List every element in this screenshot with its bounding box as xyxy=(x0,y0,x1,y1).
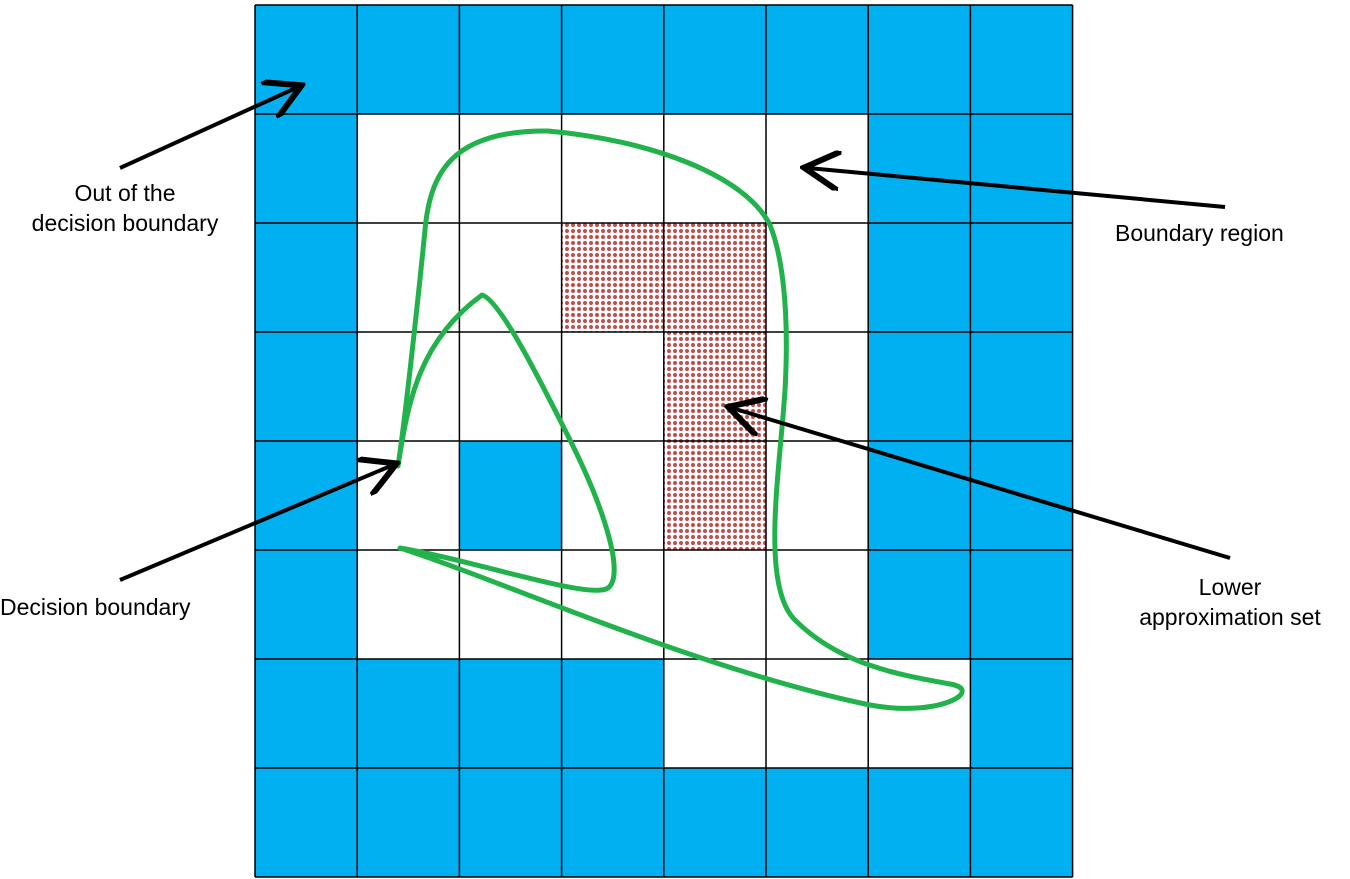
cell-outside xyxy=(357,659,460,768)
cell-boundary-region xyxy=(561,332,664,441)
grid-cells xyxy=(255,5,1073,877)
cell-outside xyxy=(459,768,562,877)
cell-boundary-region xyxy=(663,659,766,768)
cell-outside xyxy=(766,768,869,877)
cell-outside xyxy=(868,550,971,659)
cell-outside xyxy=(868,441,971,550)
cell-outside xyxy=(868,332,971,441)
cell-outside xyxy=(663,768,766,877)
cell-outside xyxy=(357,768,460,877)
cell-boundary-region xyxy=(357,223,460,332)
cell-boundary-region xyxy=(766,441,869,550)
cell-outside xyxy=(357,5,460,114)
cell-outside xyxy=(561,659,664,768)
cell-outside xyxy=(255,550,358,659)
label-line: Lower xyxy=(1198,574,1262,600)
cell-outside xyxy=(561,5,664,114)
cell-outside xyxy=(255,768,358,877)
cell-outside xyxy=(970,332,1073,441)
cell-boundary-region xyxy=(459,223,562,332)
label-boundary-region: Boundary region xyxy=(1115,218,1284,248)
decision-boundary-curve xyxy=(395,128,965,711)
label-line: approximation set xyxy=(1139,604,1321,630)
cell-outside xyxy=(255,114,358,223)
cell-outside xyxy=(868,768,971,877)
label-line: Out of the xyxy=(74,180,176,206)
cell-outside xyxy=(459,441,562,550)
arrow-out-of-boundary xyxy=(119,87,298,170)
cell-boundary-region xyxy=(357,550,460,659)
cell-boundary-region xyxy=(459,550,562,659)
cell-outside xyxy=(868,114,971,223)
cell-outside xyxy=(459,659,562,768)
cell-outside xyxy=(970,659,1073,768)
cell-outside xyxy=(868,223,971,332)
label-decision-boundary: Decision boundary xyxy=(0,592,191,622)
cell-boundary-region xyxy=(868,659,971,768)
cell-outside xyxy=(970,768,1073,877)
cell-boundary-region xyxy=(766,659,869,768)
cell-outside xyxy=(663,5,766,114)
label-line: Decision boundary xyxy=(0,594,191,620)
cell-outside xyxy=(459,5,562,114)
cell-lower-approximation xyxy=(663,223,766,332)
label-line: Boundary region xyxy=(1115,220,1284,246)
cell-lower-approximation xyxy=(561,223,664,332)
grid-lines xyxy=(254,4,1074,878)
cell-outside xyxy=(868,5,971,114)
cell-boundary-region xyxy=(459,332,562,441)
cell-outside xyxy=(970,5,1073,114)
cell-boundary-region xyxy=(357,441,460,550)
cell-outside xyxy=(255,659,358,768)
cell-outside xyxy=(561,768,664,877)
cell-outside xyxy=(255,332,358,441)
cell-outside xyxy=(970,223,1073,332)
cell-boundary-region xyxy=(561,114,664,223)
label-line: decision boundary xyxy=(31,210,219,236)
arrow-boundary-region xyxy=(808,168,1226,209)
cell-outside xyxy=(766,5,869,114)
cell-outside xyxy=(255,441,358,550)
cell-boundary-region xyxy=(766,550,869,659)
cell-boundary-region xyxy=(663,114,766,223)
cell-outside xyxy=(255,223,358,332)
label-out-of-decision-boundary: Out of the decision boundary xyxy=(0,178,250,238)
label-lower-approximation-set: Lower approximation set xyxy=(1110,572,1350,632)
cell-outside xyxy=(970,114,1073,223)
cell-lower-approximation xyxy=(663,332,766,441)
arrow-decision-boundary xyxy=(119,465,393,582)
arrow-lower-approximation xyxy=(732,408,1231,560)
cell-lower-approximation xyxy=(663,441,766,550)
cell-boundary-region xyxy=(663,550,766,659)
cell-outside xyxy=(970,550,1073,659)
